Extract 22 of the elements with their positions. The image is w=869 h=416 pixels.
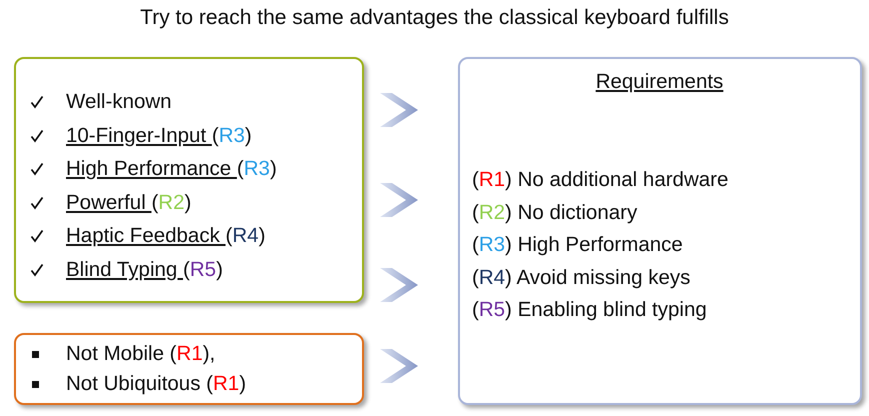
list-item: Haptic Feedback (R4) [66,225,266,248]
list-item: 10-Finger-Input (R3) [66,124,252,148]
list-item: Not Ubiquitous (R1) [66,373,246,396]
requirement-item: (R1) No additional hardware [472,169,728,192]
title: Try to reach the same advantages the classical keyboard fulfills [139,6,730,30]
list-item: Powerful (R2) [66,192,192,214]
requirement-item: (R4) Avoid missing keys [472,266,690,290]
list-item: Blind Typing (R5) [66,258,223,282]
requirements-panel [458,57,862,405]
panel-heading: Requirements [594,71,724,94]
requirement-item: (R2) No dictionary [472,202,638,224]
list-panel [14,333,364,405]
list-item: High Performance (R3) [66,158,277,181]
chevron-arrow [380,183,418,217]
list-item: Well-known [66,91,172,114]
list-panel [14,57,364,303]
requirement-item: (R3) High Performance [472,234,683,257]
chevron-arrow [380,268,418,302]
list-item: Not Mobile (R1), [66,343,216,366]
requirement-item: (R5) Enabling blind typing [472,299,707,322]
chevron-arrow [380,349,418,383]
chevron-arrow [380,93,418,127]
